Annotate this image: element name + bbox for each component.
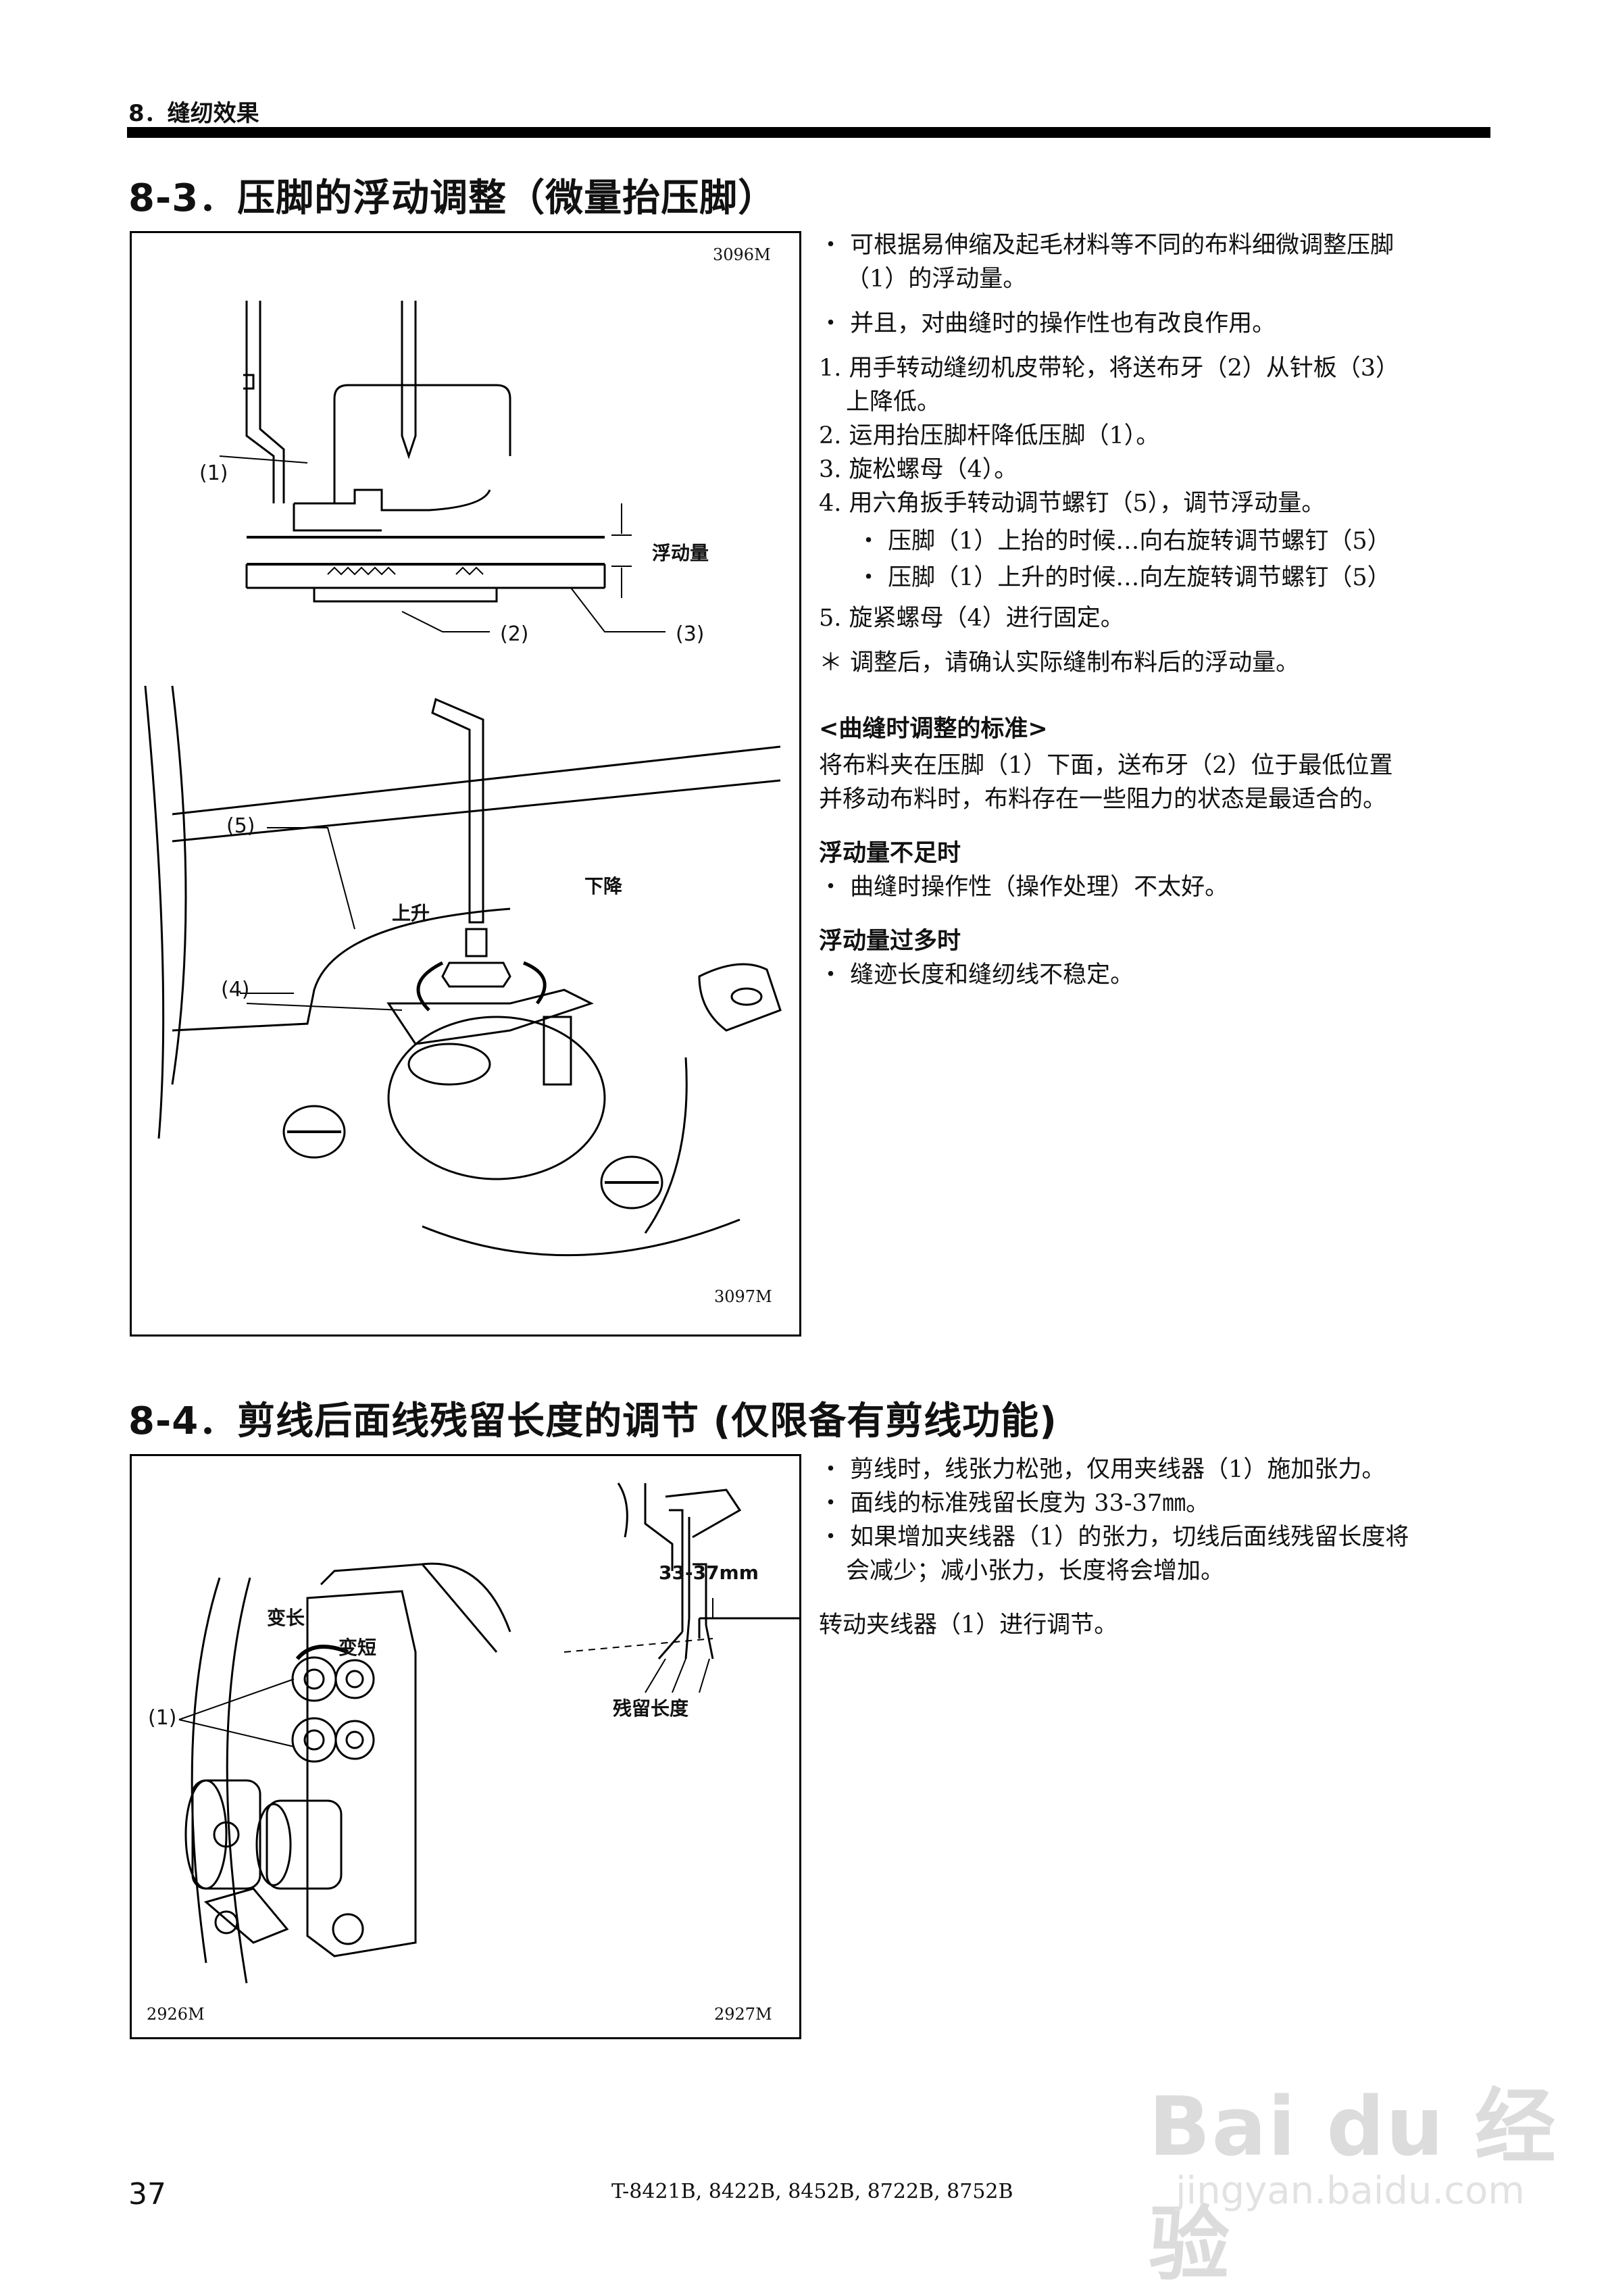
step-line: 2. 运用抬压脚杆降低压脚（1）。 <box>819 422 1160 449</box>
float-adjustment-drawing <box>144 301 782 1257</box>
page-number: 37 <box>128 2177 166 2212</box>
step-subline: ・ 压脚（1）上抬的时候…向右旋转调节螺钉（5） <box>857 528 1391 555</box>
chapter-heading: 8．缝纫效果 <box>128 100 259 127</box>
step-line: 5. 旋紧螺母（4）进行固定。 <box>819 605 1124 632</box>
insufficient-heading: 浮动量不足时 <box>819 840 961 867</box>
section-8-3-title: 8-3．压脚的浮动调整（微量抬压脚） <box>128 176 777 220</box>
label-presser-foot: (1) <box>199 461 228 485</box>
bullet-line: （1）的浮动量。 <box>846 266 1027 293</box>
bullet-line: ・ 如果增加夹线器（1）的张力，切线后面线残留长度将 <box>819 1524 1409 1551</box>
label-tensioner: (1) <box>148 1706 177 1730</box>
watermark-url: jingyan.baidu.com <box>1176 2169 1525 2213</box>
section-8-4-title: 8-4．剪线后面线残留长度的调节 (仅限备有剪线功能) <box>128 1399 1057 1443</box>
label-adjust-screw: (5) <box>226 814 255 838</box>
bullet-line: ・ 面线的标准残留长度为 33-37㎜。 <box>819 1490 1210 1517</box>
step-line: 4. 用六角扳手转动调节螺钉（5），调节浮动量。 <box>819 490 1326 517</box>
label-feed-dog: (2) <box>500 622 529 646</box>
curve-line: 将布料夹在压脚（1）下面，送布牙（2）位于最低位置 <box>819 752 1393 779</box>
step-line: 1. 用手转动缝纫机皮带轮，将送布牙（2）从针板（3） <box>819 355 1400 382</box>
label-needle-plate: (3) <box>676 622 705 646</box>
step-line: 3. 旋松螺母（4）。 <box>819 456 1018 483</box>
excess-heading: 浮动量过多时 <box>819 928 961 955</box>
figure-thread-tension: 33-37mm 变长 变短 残留长度 (1) 2926M 2927M <box>130 1454 807 2039</box>
figure-code-top: 3096M <box>713 245 771 264</box>
curve-heading: <曲缝时调整的标准> <box>819 716 1048 743</box>
excess-item: ・ 缝迹长度和缝纫线不稳定。 <box>819 962 1134 989</box>
model-numbers: T-8421B, 8422B, 8452B, 8722B, 8752B <box>611 2180 1013 2203</box>
label-up: 上升 <box>392 902 430 924</box>
bullet-line: ・ 并且，对曲缝时的操作性也有改良作用。 <box>819 310 1276 337</box>
thread-tension-drawing <box>178 1482 807 1984</box>
insufficient-item: ・ 曲缝时操作性（操作处理）不太好。 <box>819 874 1229 901</box>
step-line: 上降低。 <box>846 389 941 416</box>
label-float-amount: 浮动量 <box>652 542 709 564</box>
bullet-line: ・ 剪线时，线张力松弛，仅用夹线器（1）施加张力。 <box>819 1456 1386 1483</box>
figure-float-adjustment: 3096M (1) 浮动量 (2) (3) (5) 下降 上升 (4) 3097… <box>130 231 801 1337</box>
label-longer: 变长 <box>267 1607 305 1629</box>
section-8-3-text: ・ 可根据易伸缩及起毛材料等不同的布料细微调整压脚 （1）的浮动量。 ・ 并且，… <box>819 228 1494 992</box>
label-nut: (4) <box>221 978 250 1001</box>
bullet-line: ・ 可根据易伸缩及起毛材料等不同的布料细微调整压脚 <box>819 232 1395 259</box>
instruction-line: 转动夹线器（1）进行调节。 <box>819 1612 1118 1639</box>
label-remaining-length: 残留长度 <box>613 1697 689 1720</box>
figure-code-bottom: 3097M <box>714 1287 772 1306</box>
step-subline: ・ 压脚（1）上升的时候…向左旋转调节螺钉（5） <box>857 564 1391 591</box>
section-8-4-text: ・ 剪线时，线张力松弛，仅用夹线器（1）施加张力。 ・ 面线的标准残留长度为 3… <box>819 1453 1494 1642</box>
figure-code-left: 2926M <box>147 2005 205 2024</box>
label-down: 下降 <box>584 875 623 897</box>
figure-code-right: 2927M <box>714 2005 772 2024</box>
curve-line: 并移动布料时，布料存在一些阻力的状态是最适合的。 <box>819 786 1387 813</box>
note-line: ＊ 调整后，请确认实际缝制布料后的浮动量。 <box>819 649 1300 676</box>
bullet-line: 会减少；减小张力，长度将会增加。 <box>846 1557 1225 1584</box>
label-shorter: 变短 <box>338 1637 377 1659</box>
header-rule <box>127 127 1490 138</box>
label-length-range: 33-37mm <box>659 1562 759 1584</box>
